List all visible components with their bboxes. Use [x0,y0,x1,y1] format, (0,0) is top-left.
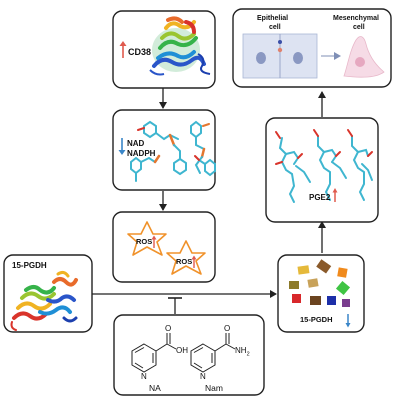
inhibitor-box: O OH N NA O NH2 N Nam [113,314,265,396]
na-structure [131,333,177,373]
nam-amine: NH2 [235,346,250,358]
nad-box: NAD NADPH [112,109,216,191]
mesenchymal-label: Mesenchymal [333,15,379,22]
fragment-blue [327,296,336,305]
ros-label-right: ROS [176,257,192,266]
fragment-olive [289,281,299,289]
na-hydroxyl: OH [176,346,188,355]
cd38-label: CD38 [128,47,151,57]
mesenchymal-cell-label: cell [353,24,365,31]
epithelial-cell-label: cell [269,24,281,31]
pge2-molecules [275,129,373,203]
pgdh-protein-box: 15-PGDH [3,254,93,333]
ros-star-right [166,240,206,275]
epithelial-cells [242,33,318,79]
nam-structure [190,333,236,373]
na-nitrogen: N [141,372,147,381]
epithelial-label: Epithelial [257,15,288,22]
nam-label: Nam [205,383,223,393]
nadph-label: NADPH [127,149,156,158]
fragment-purple [342,299,350,307]
fragment-red [292,294,301,303]
fragment-green [335,280,351,296]
fragment-darkbrown [310,296,321,305]
pgdh-protein-label: 15-PGDH [12,261,47,270]
nam-nitrogen: N [200,372,206,381]
ros-star-left [127,221,167,256]
na-oxygen: O [165,324,171,333]
cd38-box: CD38 [112,10,216,89]
mesenchymal-cell [343,36,385,78]
nam-oxygen: O [224,324,230,333]
flow-arrows [92,88,326,314]
pgdh-degraded-box: 15-PGDH [277,254,365,333]
ros-label-left: ROS [136,237,152,246]
ros-box: ROS ROS [112,211,216,283]
pge2-box: PGE2 [265,117,379,223]
nad-label: NAD [127,139,145,148]
nad-molecules [130,120,216,182]
emt-box: Epithelial cell Mesenchymal cell [232,8,392,88]
cd38-protein-structure [149,16,211,76]
fragment-orange [337,267,348,278]
fragment-brown [316,259,332,274]
pge2-label: PGE2 [309,193,331,202]
na-label: NA [149,383,161,393]
fragment-tan [307,278,319,288]
pgdh-protein-structure [10,270,78,331]
pgdh-degraded-label: 15-PGDH [300,315,333,324]
fragment-yellow [297,265,310,275]
